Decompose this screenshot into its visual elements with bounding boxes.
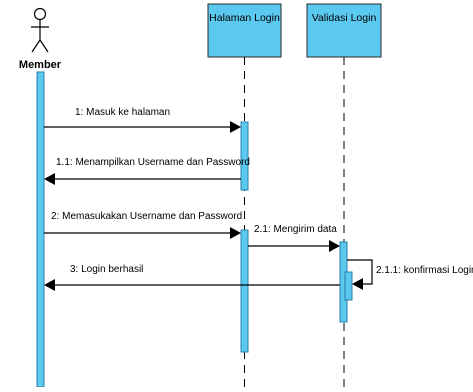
message-label: 2.1: Mengirim data xyxy=(254,224,337,235)
lifeline-box xyxy=(207,3,282,58)
message-line xyxy=(347,259,373,285)
actor-name: Member xyxy=(19,59,62,71)
lifeline-label: Halaman Login xyxy=(209,12,280,24)
actor-right-leg xyxy=(39,39,49,53)
lifeline-header-halaman-login[interactable]: Halaman Login xyxy=(207,3,282,58)
actor-head xyxy=(33,7,47,21)
message-1-1[interactable]: 1.1: Menampilkan Username dan Password xyxy=(44,157,250,185)
message-label: 1.1: Menampilkan Username dan Password xyxy=(56,157,250,168)
activation-bar-halaman-2 xyxy=(240,229,249,353)
activation-bar-halaman-1 xyxy=(240,121,249,191)
actor-member[interactable]: Member xyxy=(19,7,62,72)
message-2-1[interactable]: 2.1: Mengirim data xyxy=(248,224,340,252)
arrowhead xyxy=(329,240,340,252)
arrowhead xyxy=(352,278,363,290)
message-label: 2: Memasukakan Username dan Password xyxy=(51,211,242,222)
actor-left-leg xyxy=(31,39,41,53)
activation-bar-validasi-self xyxy=(344,271,353,301)
arrowhead xyxy=(44,173,55,185)
message-2[interactable]: 2: Memasukakan Username dan Password xyxy=(44,211,242,239)
arrowhead xyxy=(230,227,241,239)
lifeline-label: Validasi Login xyxy=(312,12,377,24)
lifeline-box xyxy=(306,3,382,58)
message-label: 2.1.1: konfirmasi Login xyxy=(376,265,473,276)
lifeline-header-validasi-login[interactable]: Validasi Login xyxy=(306,3,382,58)
activation-bar-member xyxy=(36,71,45,388)
message-2-1-1[interactable]: 2.1.1: konfirmasi Login xyxy=(347,259,473,290)
arrowhead xyxy=(44,279,55,291)
message-3[interactable]: 3: Login berhasil xyxy=(44,264,340,291)
message-1[interactable]: 1: Masuk ke halaman xyxy=(44,107,241,133)
message-label: 1: Masuk ke halaman xyxy=(75,107,170,118)
message-label: 3: Login berhasil xyxy=(70,264,143,275)
arrowhead xyxy=(230,121,241,133)
